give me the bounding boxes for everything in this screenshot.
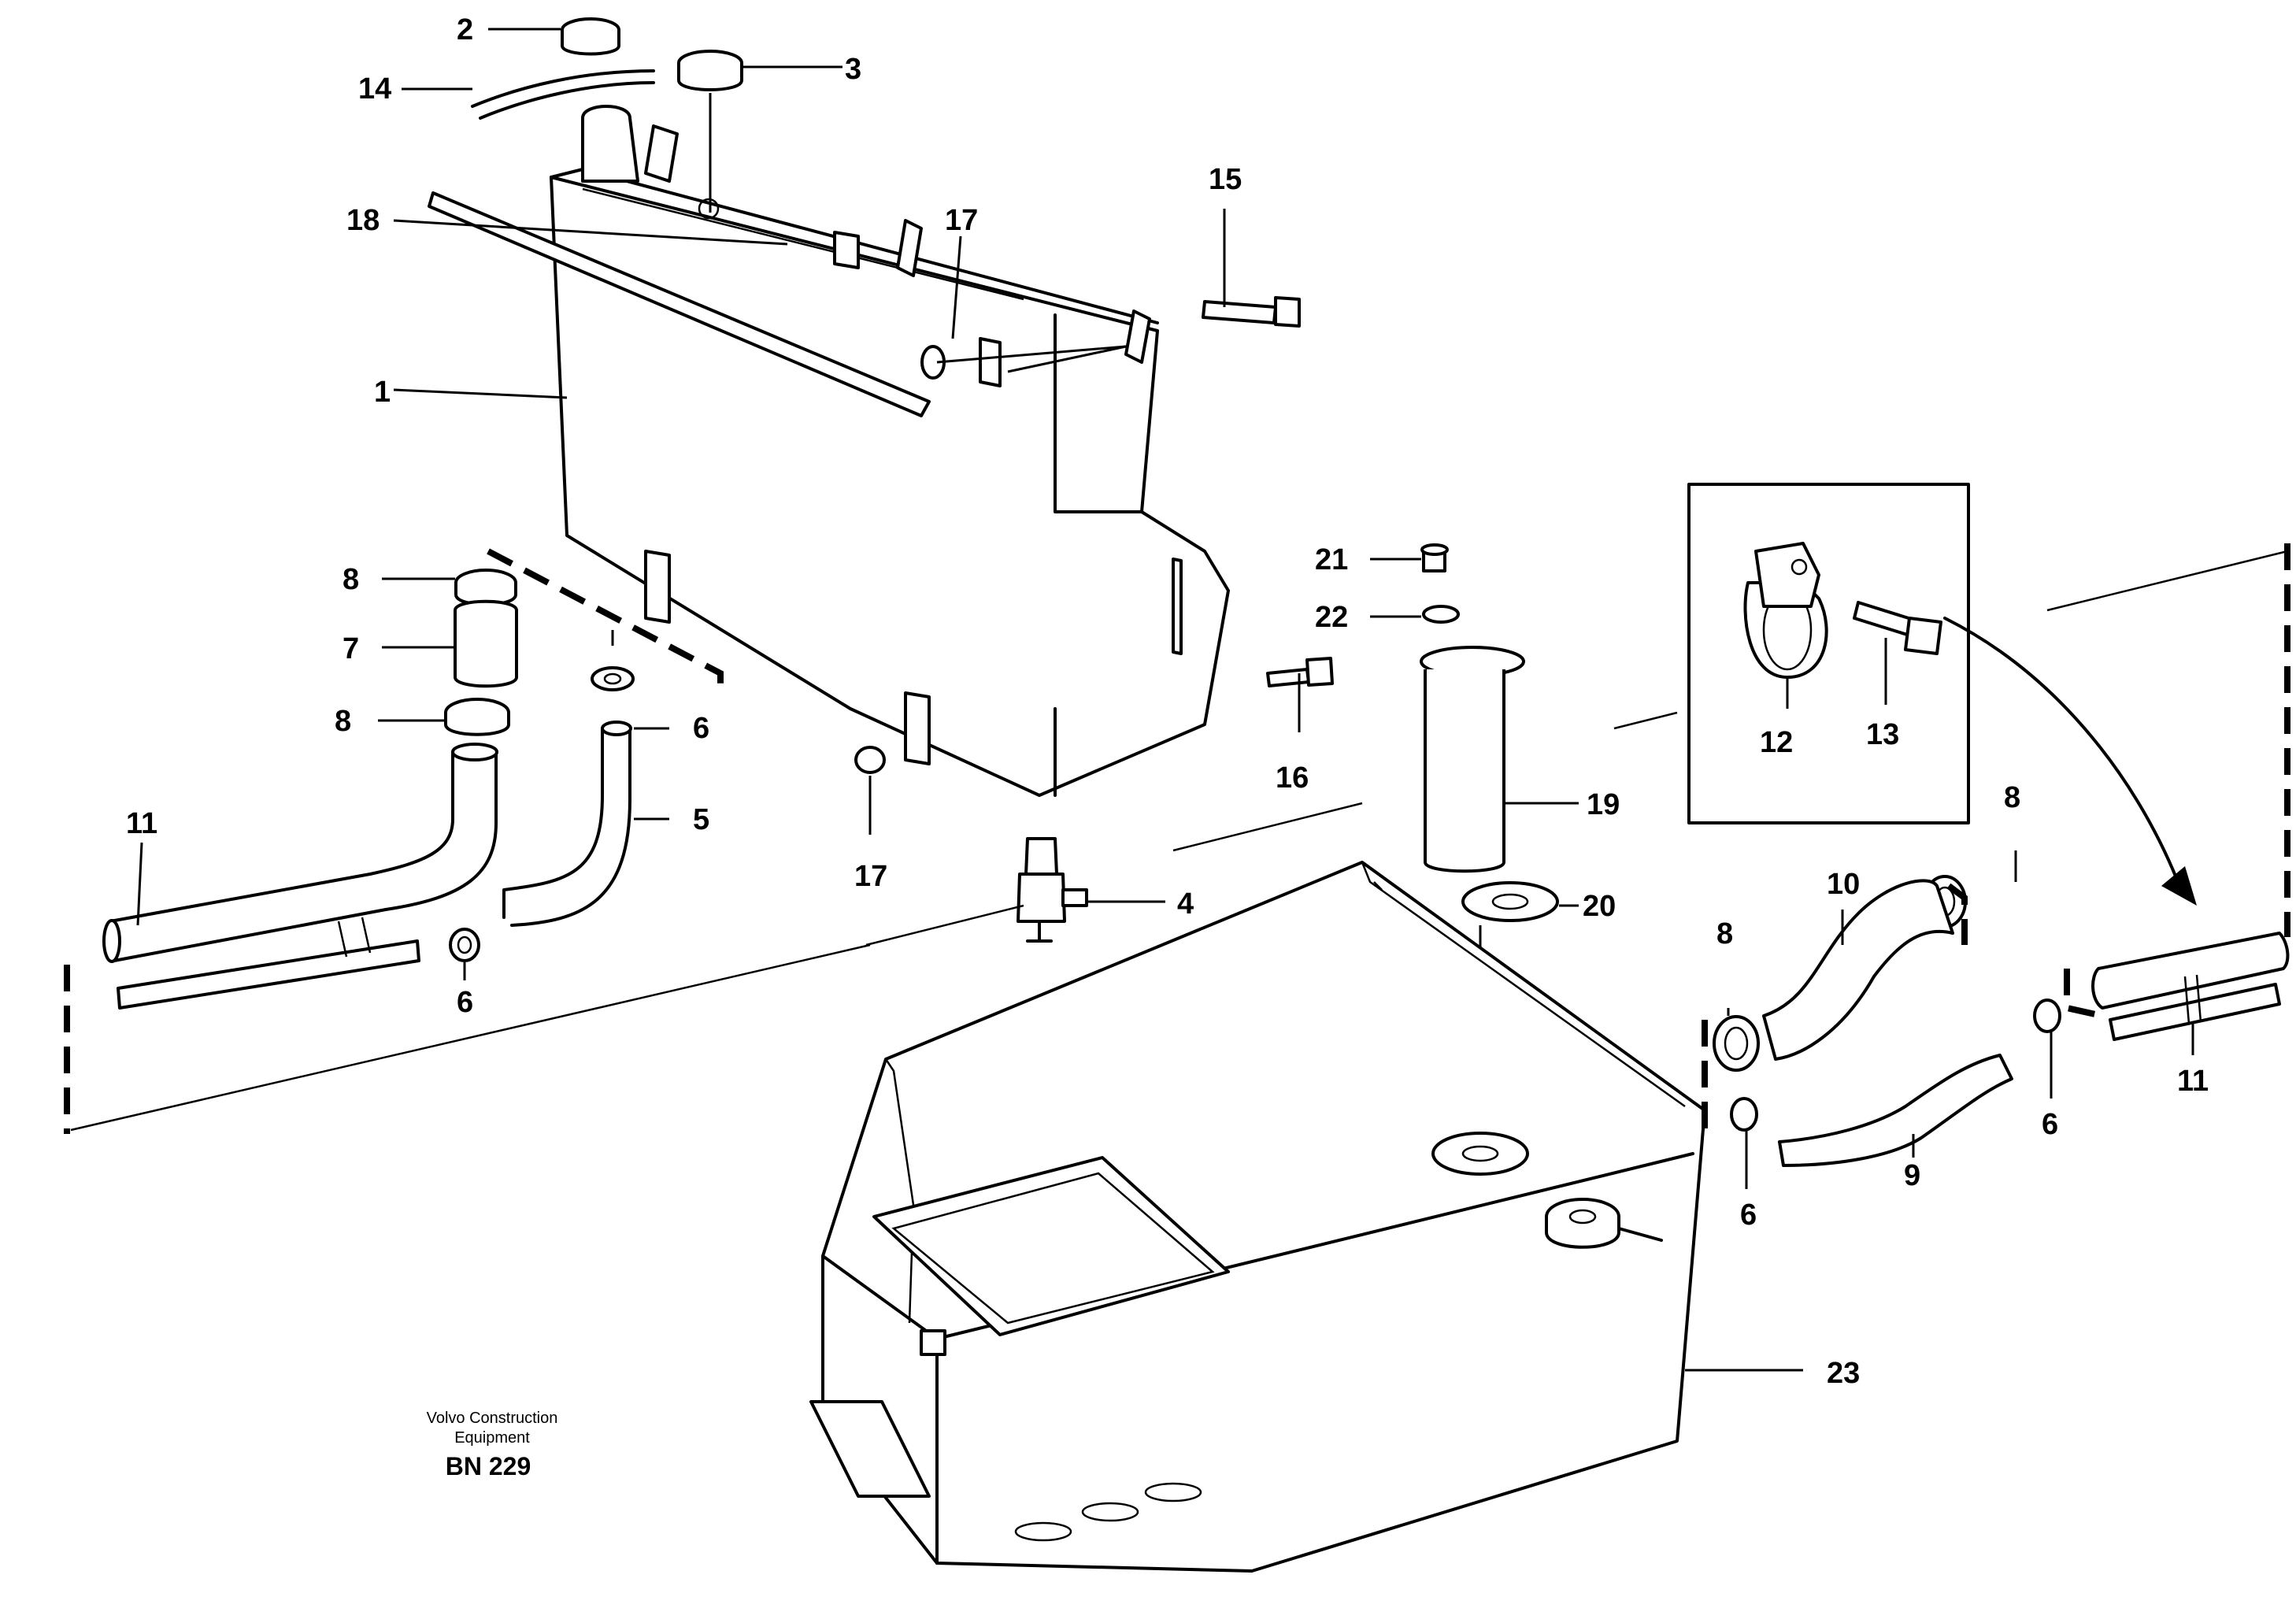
right-hose-assembly bbox=[1172, 543, 2290, 1167]
callout-6c: 6 bbox=[1740, 1199, 1757, 1232]
callout-15: 15 bbox=[1209, 163, 1242, 196]
credit-line-2: Equipment bbox=[454, 1429, 530, 1447]
callout-20: 20 bbox=[1583, 890, 1616, 923]
callout-13: 13 bbox=[1866, 718, 1899, 751]
washers-17 bbox=[854, 345, 946, 774]
callout-8c: 8 bbox=[2004, 781, 2020, 814]
callout-21: 21 bbox=[1315, 543, 1348, 576]
dashed-routing-left bbox=[64, 548, 1024, 1134]
callout-5: 5 bbox=[693, 803, 709, 836]
callout-17a: 17 bbox=[945, 204, 978, 237]
callout-23: 23 bbox=[1827, 1357, 1860, 1390]
callout-6b: 6 bbox=[457, 986, 473, 1019]
callout-14: 14 bbox=[358, 72, 391, 106]
callout-labels: 2 3 14 18 15 17 1 8 7 8 6 5 11 6 17 4 16… bbox=[126, 13, 2209, 1390]
tank-rod bbox=[428, 191, 931, 417]
callout-3: 3 bbox=[845, 53, 861, 86]
credit-line-1: Volvo Construction bbox=[427, 1410, 558, 1427]
callout-4: 4 bbox=[1177, 887, 1194, 921]
callout-11a: 11 bbox=[126, 807, 157, 840]
callout-9: 9 bbox=[1904, 1159, 1920, 1192]
callout-8a: 8 bbox=[343, 563, 359, 596]
callout-7: 7 bbox=[343, 632, 359, 665]
callout-16: 16 bbox=[1276, 761, 1309, 795]
filler-caps bbox=[471, 17, 743, 213]
detail-inset bbox=[1687, 483, 2197, 906]
callout-8b: 8 bbox=[335, 705, 351, 738]
callout-17b: 17 bbox=[854, 860, 887, 893]
callout-19: 19 bbox=[1587, 788, 1620, 821]
leader-lines bbox=[136, 28, 2194, 1372]
callout-22: 22 bbox=[1315, 601, 1348, 634]
callout-6d: 6 bbox=[2042, 1108, 2058, 1141]
callout-10: 10 bbox=[1827, 868, 1860, 901]
callout-1: 1 bbox=[374, 376, 391, 409]
drawing-code: BN 229 bbox=[446, 1452, 531, 1480]
bolt-15 bbox=[1202, 296, 1301, 328]
callout-8d: 8 bbox=[1716, 917, 1733, 950]
callout-6a: 6 bbox=[693, 712, 709, 745]
left-hose-assembly bbox=[102, 569, 635, 1010]
publisher-credit: Volvo Construction Equipment BN 229 bbox=[427, 1410, 558, 1480]
drain-valve bbox=[1017, 837, 1088, 943]
expansion-tank bbox=[550, 105, 1230, 797]
callout-2: 2 bbox=[457, 13, 473, 46]
callout-11b: 11 bbox=[2177, 1065, 2209, 1098]
callout-12: 12 bbox=[1760, 726, 1793, 759]
fuel-tank bbox=[809, 861, 1706, 1573]
callout-18: 18 bbox=[346, 204, 380, 237]
